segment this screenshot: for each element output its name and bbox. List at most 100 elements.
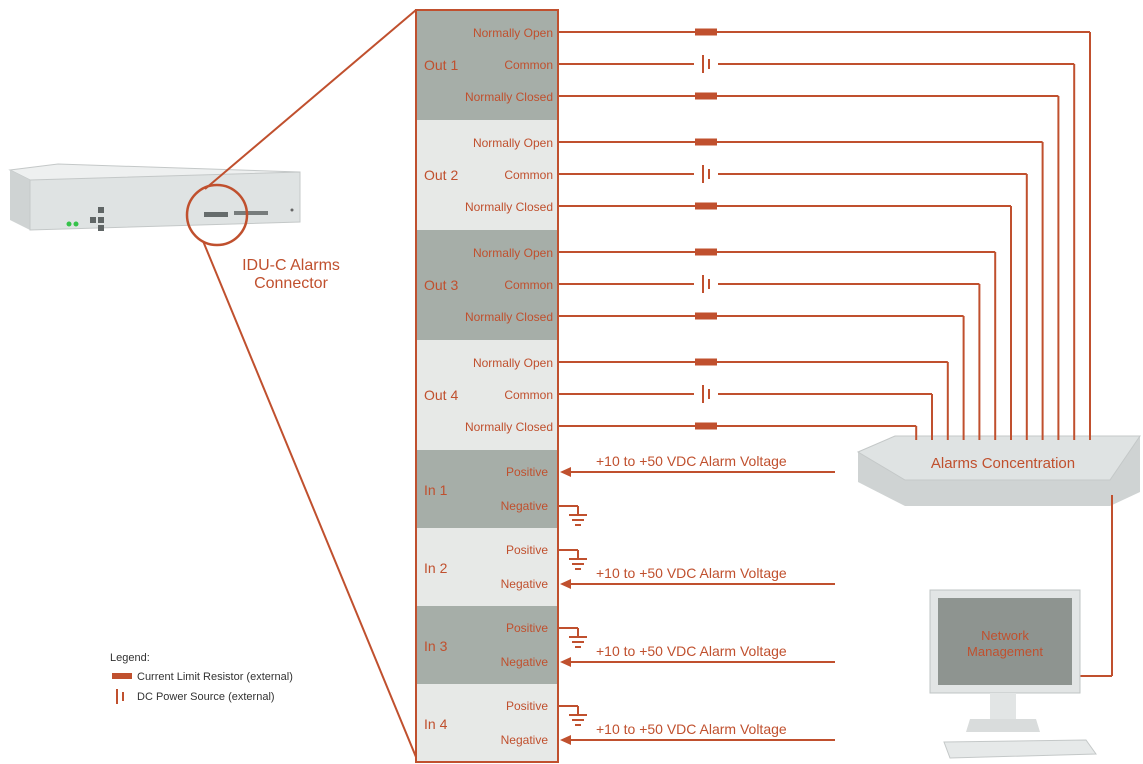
pin-label: Negative — [501, 655, 549, 669]
pin-label: Normally Closed — [465, 420, 553, 434]
input-name-3: In 3 — [424, 638, 448, 654]
input-block-3 — [416, 606, 558, 684]
connector-label-line2: Connector — [254, 275, 328, 292]
idu-c-device — [8, 163, 301, 247]
input-block-4 — [416, 684, 558, 762]
port-icon — [90, 217, 96, 223]
legend-resistor-label: Current Limit Resistor (external) — [137, 671, 293, 683]
output-wire — [558, 248, 997, 440]
pin-label: Normally Closed — [465, 200, 553, 214]
resistor-icon — [695, 422, 717, 430]
output-wiring — [558, 28, 1091, 440]
input-wiring: +10 to +50 VDC Alarm Voltage +10 to +50 V… — [558, 453, 835, 745]
input-name-4: In 4 — [424, 716, 448, 732]
input-block-2 — [416, 528, 558, 606]
arrow-head-icon — [560, 579, 571, 589]
concentrator-label: Alarms Concentration — [931, 455, 1075, 472]
dc-gap — [694, 172, 718, 176]
screw-icon — [290, 208, 294, 212]
panel-border — [415, 9, 559, 763]
output-wire — [558, 275, 981, 440]
port-icon — [234, 211, 268, 215]
pin-label: Negative — [501, 733, 549, 747]
concentrator-top — [856, 435, 1141, 481]
output-name-2: Out 2 — [424, 167, 458, 183]
device-front — [29, 171, 301, 231]
output-block-4 — [416, 340, 558, 450]
input-block-1 — [416, 450, 558, 528]
arrow-head-icon — [560, 657, 571, 667]
output-name-1: Out 1 — [424, 57, 458, 73]
pin-label: Normally Open — [473, 136, 553, 150]
output-wire — [558, 358, 949, 440]
resistor-icon — [695, 92, 717, 100]
alarms-concentrator: Alarms Concentration — [856, 435, 1141, 506]
output-wire — [558, 422, 918, 440]
dc-source-icon — [694, 55, 718, 73]
dc-gap — [694, 282, 718, 286]
monitor-screen — [938, 598, 1072, 685]
output-wire — [558, 138, 1044, 440]
voltage-label: +10 to +50 VDC Alarm Voltage — [596, 453, 787, 469]
dc-source-icon — [694, 165, 718, 183]
ground-icon — [569, 714, 587, 726]
output-block-1 — [416, 10, 558, 120]
legend-resistor-icon — [112, 673, 132, 679]
pin-label: Common — [504, 278, 553, 292]
alarm-port-icon — [204, 212, 228, 217]
output-wire — [558, 165, 1028, 440]
input-name-2: In 2 — [424, 560, 448, 576]
port-icon — [98, 207, 104, 213]
ground-icon — [569, 558, 587, 570]
keyboard-icon — [943, 739, 1097, 759]
input-wire-4: +10 to +50 VDC Alarm Voltage — [558, 705, 835, 745]
dc-source-icon — [694, 385, 718, 403]
output-wire — [558, 312, 965, 440]
status-led-icon — [66, 221, 72, 227]
pin-label: Positive — [506, 543, 548, 557]
ground-icon — [569, 636, 587, 648]
network-label-line2: Management — [967, 644, 1043, 659]
output-block-2 — [416, 120, 558, 230]
pin-label: Positive — [506, 699, 548, 713]
resistor-icon — [695, 358, 717, 366]
legend: Legend: Current Limit Resistor (external)… — [110, 652, 293, 704]
device-side — [10, 170, 30, 230]
zoom-line-bottom — [202, 240, 417, 758]
port-icon — [98, 217, 104, 223]
voltage-label: +10 to +50 VDC Alarm Voltage — [596, 565, 787, 581]
port-icon — [98, 225, 104, 231]
output-wire — [558, 385, 933, 440]
input-wire-3: +10 to +50 VDC Alarm Voltage — [558, 627, 835, 667]
monitor-stand — [990, 693, 1016, 719]
resistor-icon — [695, 312, 717, 320]
output-wire — [558, 55, 1076, 440]
voltage-label: +10 to +50 VDC Alarm Voltage — [596, 643, 787, 659]
legend-title: Legend: — [110, 652, 150, 664]
status-led-icon — [73, 221, 79, 227]
pin-label: Normally Open — [473, 246, 553, 260]
pin-label: Normally Open — [473, 356, 553, 370]
resistor-icon — [695, 28, 717, 36]
voltage-label: +10 to +50 VDC Alarm Voltage — [596, 721, 787, 737]
output-wire — [558, 28, 1091, 440]
pin-label: Positive — [506, 621, 548, 635]
ground-icon — [569, 514, 587, 526]
resistor-icon — [695, 248, 717, 256]
dc-gap — [694, 392, 718, 396]
monitor-base — [966, 719, 1040, 732]
dc-source-icon — [694, 275, 718, 293]
dc-gap — [694, 62, 718, 66]
pin-label: Normally Closed — [465, 310, 553, 324]
connector-highlight-circle — [185, 183, 249, 247]
pin-label: Normally Closed — [465, 90, 553, 104]
network-label-line1: Network — [981, 628, 1029, 643]
pin-label: Common — [504, 58, 553, 72]
arrow-head-icon — [560, 467, 571, 477]
pin-label: Negative — [501, 499, 549, 513]
output-wire — [558, 202, 1012, 440]
legend-dc-label: DC Power Source (external) — [137, 691, 275, 703]
